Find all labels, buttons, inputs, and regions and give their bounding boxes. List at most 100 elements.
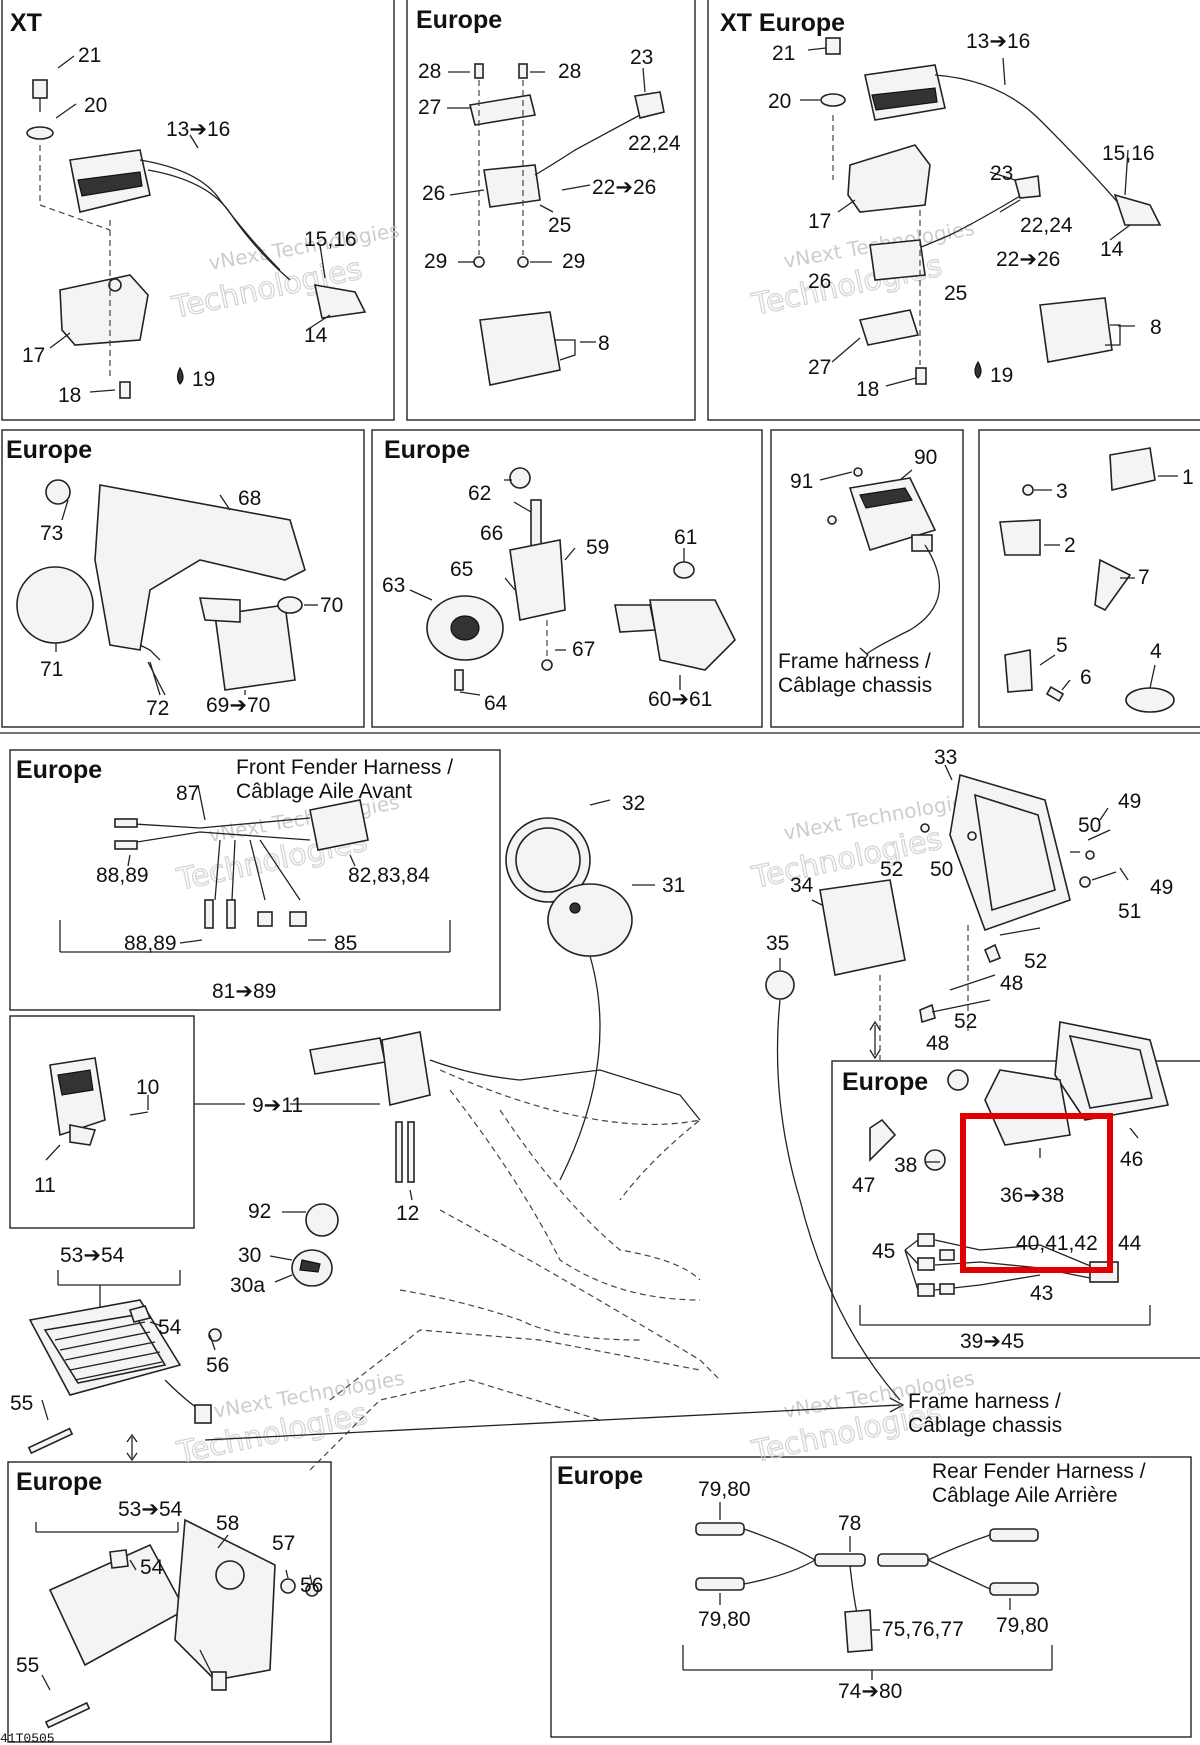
callout-label: 15,16 [304,228,357,251]
callout-label: 25 [944,282,967,305]
xt-assembly [26,55,367,399]
terminal-part [939,1249,955,1261]
callout-label: 44 [1118,1232,1142,1255]
washer-part [26,126,54,140]
callout-label: 88,89 [96,864,149,887]
handlebar-assembly [309,1031,721,1471]
callout-label: 53➔54 [118,1498,183,1521]
screw-part [915,367,927,385]
callout-label: 43 [1030,1282,1053,1305]
callout-label: 20 [768,90,791,113]
callout-label: 23 [630,46,653,69]
callout-label: 22➔26 [996,248,1060,271]
figure-code: 41T0505 [0,1731,55,1745]
callout-label: 30 [238,1244,261,1267]
callout-label: 47 [852,1174,875,1197]
license-light-assembly [16,479,318,696]
callout-label: 7 [1138,566,1150,589]
callout-label: 48 [926,1032,949,1055]
screw-part [407,1121,415,1183]
callout-label: 54 [158,1316,182,1339]
callout-label: 45 [872,1240,895,1263]
terminal-part [257,911,273,927]
front-fender-caption: Câblage Aile Avant [236,780,412,803]
callout-label: 22,24 [1020,214,1073,237]
callout-label: 23 [990,162,1013,185]
callout-label: 15,16 [1102,142,1155,165]
socket-part [109,1549,129,1569]
callout-label: 27 [808,356,831,379]
switch-cap-part [305,1203,339,1237]
panel-europe-mid1-frame [1,429,365,728]
callout-label: 60➔61 [648,688,712,711]
socket-part [614,604,656,633]
callout-label: 39➔45 [960,1330,1024,1353]
terminal-part [917,1283,935,1297]
cable-tie-part [1094,558,1132,612]
connector-part [211,1671,227,1691]
flasher-part [479,311,561,386]
panel-title: Europe [842,1068,928,1096]
callout-label: 64 [484,692,508,715]
panel-xt-europe-frame [707,0,1200,421]
callout-label: 40,41,42 [1016,1232,1098,1255]
callout-label: 65 [450,558,473,581]
headlight-assembly [765,764,1129,1401]
callout-label: 36➔38 [1000,1184,1064,1207]
headlight-lens-part [984,1069,1071,1146]
callout-label: 78 [838,1512,861,1535]
screw-part [395,1121,403,1183]
clamp-part [1004,649,1033,693]
panel-europe-bottom-left-frame [7,1461,332,1743]
callout-label: 70 [320,594,343,617]
callout-label: 5 [1056,634,1068,657]
screw-part [119,381,131,399]
grommet-part [45,479,71,505]
frame-harness-caption: Frame harness / [778,650,931,673]
callout-label: 75,76,77 [882,1618,964,1641]
callout-label: 26 [808,270,831,293]
callout-label: 18 [856,378,879,401]
hose-clamp-part [1125,687,1175,713]
panel-title: XT Europe [720,9,845,37]
terminal-part [877,1553,929,1567]
screw-part [1022,484,1034,496]
callout-label: 88,89 [124,932,177,955]
panel-europe-rear-frame [550,1456,1192,1738]
europe-top-assembly [447,63,665,386]
connector-part [1013,175,1041,199]
callout-label: 79,80 [698,1478,751,1501]
terminal-part [695,1577,745,1591]
license-bracket-part [174,1518,276,1681]
callout-label: 55 [16,1654,39,1677]
callout-label: 2 [1064,534,1076,557]
callout-label: 8 [598,332,610,355]
panel-title: Europe [557,1462,643,1490]
bolt-part [32,79,48,99]
callout-label: 87 [176,782,199,805]
bulb-part [277,596,303,614]
terminal-part [989,1582,1039,1596]
callout-label: 22,24 [628,132,681,155]
callout-label: 22➔26 [592,176,656,199]
callout-label: 30a [230,1274,265,1297]
callout-label: 9➔11 [252,1094,303,1117]
europe-tail-light-assembly [35,1518,319,1729]
bracket-part [847,144,931,213]
connector-part [309,799,369,851]
bulb-part [924,1149,946,1171]
callout-label: 68 [238,487,261,510]
callout-label: 19 [990,364,1013,387]
callout-label: 10 [136,1076,159,1099]
callout-label: 17 [22,344,45,367]
callout-label: 12 [396,1202,419,1225]
callout-label: 82,83,84 [348,864,430,887]
screw-part [474,63,484,79]
callout-label: 85 [334,932,357,955]
callout-label: 71 [40,658,63,681]
callout-label: 49 [1118,790,1141,813]
callout-label: 31 [662,874,685,897]
lens-part [16,566,94,644]
drop-icon [176,366,184,385]
switch-part [49,1057,106,1137]
